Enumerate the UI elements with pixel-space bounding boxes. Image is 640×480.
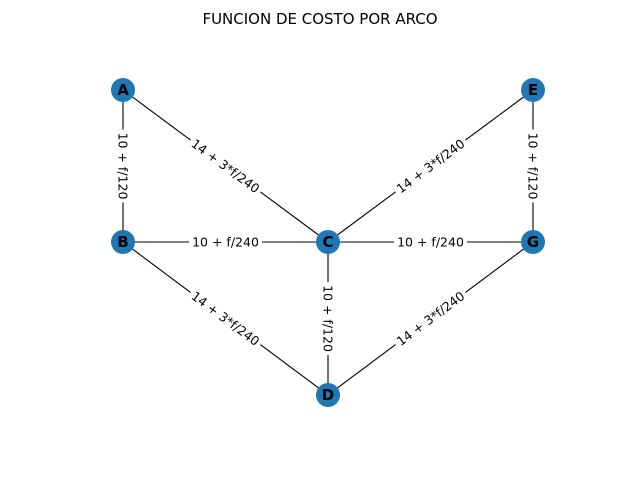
edge-label-text: 14 + 3*f/240 [189, 288, 263, 348]
edge-label-text: 10 + f/240 [397, 235, 464, 250]
edge-label-background [524, 129, 542, 203]
node-label-C: C [322, 233, 333, 251]
edge-label-D-G: 14 + 3*f/240 [390, 285, 471, 352]
edge-label-text: 10 + f/120 [321, 285, 336, 352]
node-A [111, 78, 135, 102]
diagram-title: FUNCION DE COSTO POR ARCO [202, 10, 437, 28]
edge-label-E-G: 10 + f/120 [524, 129, 542, 203]
node-C [316, 230, 340, 254]
edge-label-C-E: 14 + 3*f/240 [390, 133, 471, 199]
edge-label-background [185, 133, 266, 199]
edge-label-background [390, 133, 471, 199]
edge-label-A-B: 10 + f/120 [114, 129, 132, 203]
node-G [521, 230, 545, 254]
node-label-G: G [527, 233, 539, 251]
nodes-layer: A B C D E G [111, 78, 545, 407]
edge-label-text: 14 + 3*f/240 [394, 136, 468, 196]
edge-label-background [394, 233, 467, 251]
edge-label-background [185, 285, 266, 352]
edge-label-background [114, 129, 132, 203]
edge-label-text: 14 + 3*f/240 [394, 288, 468, 348]
node-label-E: E [528, 81, 538, 99]
node-D [316, 383, 340, 407]
node-label-B: B [117, 233, 128, 251]
edge-label-A-C: 14 + 3*f/240 [185, 133, 266, 199]
node-E [521, 78, 545, 102]
edge-label-text: 10 + f/120 [116, 133, 131, 200]
edge-label-B-D: 14 + 3*f/240 [185, 285, 266, 352]
node-label-A: A [117, 81, 129, 99]
edge-label-C-G: 10 + f/240 [394, 233, 467, 251]
edge-label-text: 10 + f/120 [526, 133, 541, 200]
edge-label-C-D: 10 + f/120 [319, 282, 337, 355]
edge-label-text: 10 + f/240 [192, 235, 259, 250]
node-label-D: D [322, 386, 334, 404]
edge-label-background [189, 233, 262, 251]
edge-label-B-C: 10 + f/240 [189, 233, 262, 251]
edge-label-background [390, 285, 471, 352]
edge-label-text: 14 + 3*f/240 [189, 136, 263, 196]
node-B [111, 230, 135, 254]
edge-label-background [319, 282, 337, 355]
